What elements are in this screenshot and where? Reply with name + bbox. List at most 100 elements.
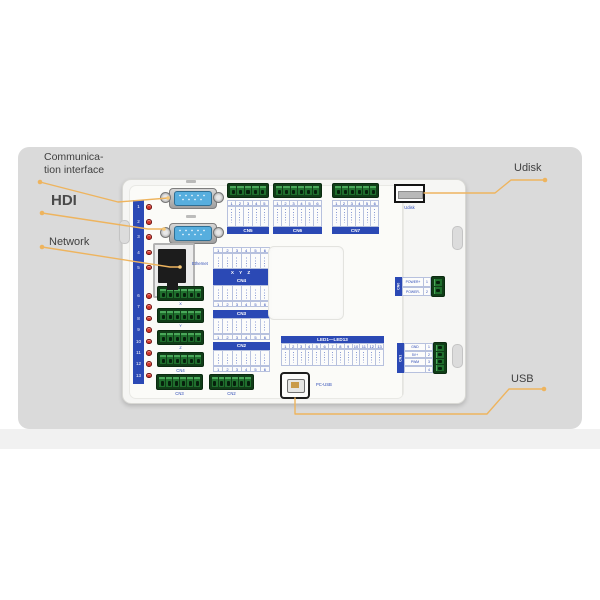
- pin-number: 3: [232, 247, 242, 253]
- pin-number: 2: [223, 301, 233, 307]
- pin-number: 3: [232, 333, 242, 340]
- led-column-number: 11: [360, 343, 369, 349]
- axis-block-label: Z: [179, 346, 182, 350]
- led-column-number: 9: [344, 343, 353, 349]
- led-indicator: 10: [133, 336, 152, 347]
- pin-number: 3: [290, 200, 298, 206]
- pin-number: 2: [223, 247, 233, 253]
- pin-number: 6: [314, 200, 322, 206]
- pin-label-cell: [289, 349, 298, 366]
- cn2-block-label: CN2: [227, 391, 236, 396]
- terminal-block-cn3: [156, 374, 203, 390]
- db9-screw-icon: [213, 192, 224, 203]
- led-indicator: 1: [133, 199, 152, 214]
- axis-block-label: X: [179, 302, 182, 306]
- db9-pins: [180, 233, 204, 236]
- pin-number: 1: [274, 200, 282, 206]
- led-column-number: 10: [352, 343, 361, 349]
- db9-pins: [177, 193, 207, 197]
- pin-number: 5: [251, 333, 261, 340]
- pin-number: 3: [348, 200, 357, 206]
- pin-label-cell: [251, 317, 261, 334]
- led-indicator: 8: [133, 313, 152, 324]
- pin-label-cell: [260, 350, 270, 366]
- led-indicator: 5: [133, 260, 152, 275]
- pin-number: 4: [241, 333, 252, 340]
- pin-number: 5: [251, 301, 261, 307]
- led-column-number: 2: [289, 343, 298, 349]
- pin-number: 3: [232, 365, 242, 372]
- led-column-number: 13: [376, 343, 384, 349]
- db9-screw-icon: [160, 192, 171, 203]
- pc-usb-label: PC-USB: [316, 382, 332, 387]
- db9-screw-icon: [160, 227, 171, 238]
- usb-callout-label: USB: [511, 373, 534, 385]
- network-callout-label: Network: [49, 236, 90, 248]
- led-column-number: 1: [282, 343, 290, 349]
- pin-number: 2: [426, 350, 433, 358]
- led-column-number: 4: [305, 343, 314, 349]
- connector-name: CN4: [213, 276, 270, 285]
- terminal-block-cn0: [431, 276, 445, 297]
- pin-label-cell: [356, 206, 364, 227]
- pin-label-cell: [260, 206, 270, 227]
- terminal-block-cn7: [332, 183, 379, 198]
- pin-number: 4: [298, 200, 306, 206]
- db9-screw-icon: [213, 227, 224, 238]
- pin-number: 2: [424, 286, 431, 296]
- pin-label-cell: [297, 349, 306, 366]
- axis-terminal-block-4: [157, 352, 204, 367]
- led-indicator: 7: [133, 301, 152, 312]
- pin-number: 1: [426, 343, 433, 351]
- pin-label-cell: [251, 253, 261, 269]
- pin-label-cell: [223, 317, 233, 334]
- pin-label: 5V+: [404, 350, 426, 358]
- udisk-callout-label: Udisk: [514, 162, 542, 174]
- db9-pins: [177, 228, 207, 232]
- pin-number: 5: [251, 365, 261, 372]
- connector-name: CN0: [395, 277, 402, 296]
- pin-number: 2: [236, 200, 245, 206]
- pin-label: POWER+: [402, 277, 424, 287]
- pin-label-cell: [241, 284, 252, 301]
- terminal-block-cn2: [209, 374, 254, 390]
- led-indicator: 2: [133, 214, 152, 229]
- pin-number: 1: [214, 301, 224, 307]
- pin-label-cell: [251, 284, 261, 301]
- pin-label-cell: [305, 349, 314, 366]
- pin-number: 4: [356, 200, 364, 206]
- pin-number: 1: [333, 200, 341, 206]
- pin-number: 1: [214, 333, 224, 340]
- axis-terminal-block-x: [157, 286, 204, 301]
- pin-label-cell: [214, 317, 224, 334]
- pin-label-cell: [244, 206, 253, 227]
- connector-name: CN3: [213, 309, 270, 318]
- axis-block-label: CN4: [176, 368, 185, 373]
- pin-number: 6: [260, 365, 270, 372]
- pin-label-cell: [223, 284, 233, 301]
- pin-label-cell: [321, 349, 330, 366]
- pin-number: 2: [282, 200, 290, 206]
- cn1-table: CN1 GND 1 5V+ 2 PWM 3 4: [397, 343, 433, 373]
- pin-label-cell: [340, 206, 349, 227]
- pin-number: 1: [228, 200, 237, 206]
- xyz-header: X Y Z: [213, 269, 270, 277]
- communication-label-line2: tion interface: [44, 164, 105, 176]
- led-indicator: 13: [133, 370, 152, 381]
- pin-label-cell: [329, 349, 337, 366]
- pin-label-cell: [223, 253, 233, 269]
- pin-number: 5: [260, 200, 270, 206]
- pin-label-cell: [306, 206, 314, 227]
- connector-name: CN7: [332, 227, 379, 234]
- pin-label-cell: [313, 349, 322, 366]
- pin-number: 1: [214, 247, 224, 253]
- db9-connector-hdi: [160, 220, 224, 245]
- connector-name: CN2: [213, 342, 270, 350]
- axis-terminal-block-z: [157, 330, 204, 345]
- udisk-usb-tongue: [398, 191, 423, 199]
- terminal-block-cn5: [227, 183, 269, 198]
- ethernet-port: [158, 249, 186, 283]
